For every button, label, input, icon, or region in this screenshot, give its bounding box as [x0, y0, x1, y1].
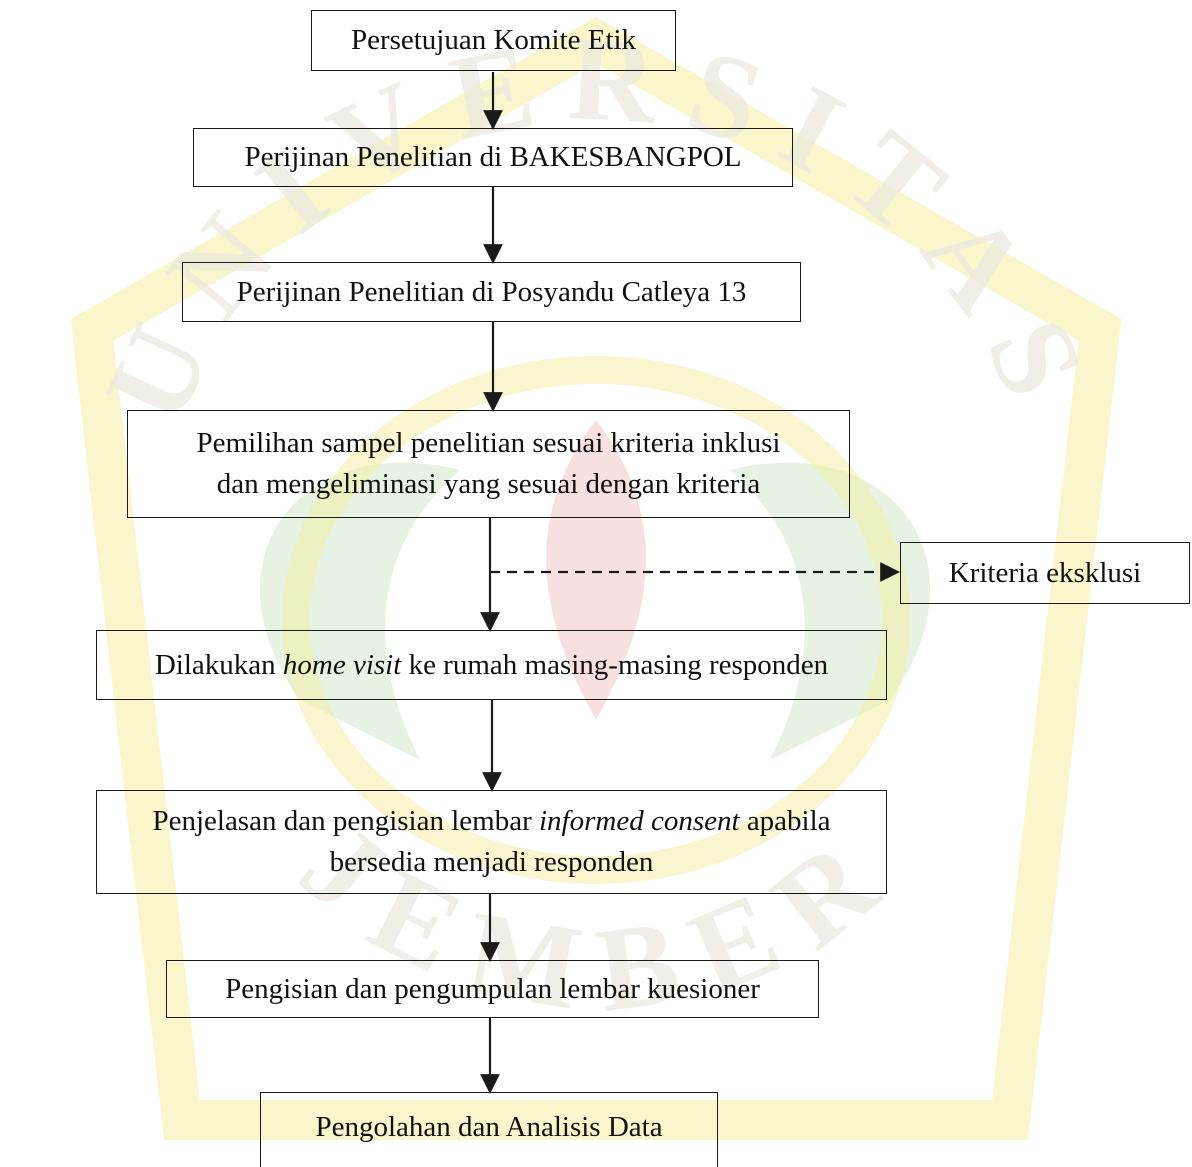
step-informed-consent-line2: bersedia menjadi responden	[329, 846, 654, 878]
step-home-visit-text: Dilakukan home visit ke rumah masing-mas…	[154, 648, 829, 681]
step-ethics-approval: Persetujuan Komite Etik	[311, 10, 676, 71]
step-posyandu-permit: Perijinan Penelitian di Posyandu Catleya…	[182, 262, 801, 322]
step-sample-selection-line2: dan mengeliminasi yang sesuai dengan kri…	[216, 468, 761, 500]
home-visit-term: home visit	[282, 648, 402, 681]
step-questionnaire: Pengisian dan pengumpulan lembar kuesion…	[166, 960, 819, 1018]
step-sample-selection-line1: Pemilihan sampel penelitian sesuai krite…	[196, 427, 781, 459]
exclusion-criteria-box: Kriteria eksklusi	[900, 542, 1190, 604]
exclusion-criteria-text: Kriteria eksklusi	[948, 556, 1142, 589]
watermark-pentagon	[70, 16, 1122, 1140]
step-informed-consent-line1: Penjelasan dan pengisian lembar informed…	[152, 805, 831, 837]
informed-consent-term: informed consent	[539, 805, 740, 837]
step-data-analysis-text: Pengolahan dan Analisis Data	[315, 1111, 663, 1143]
step-home-visit: Dilakukan home visit ke rumah masing-mas…	[96, 630, 887, 700]
step-bakesbangpol-permit-text: Perijinan Penelitian di BAKESBANGPOL	[244, 141, 742, 173]
step-ethics-approval-text: Persetujuan Komite Etik	[350, 24, 637, 56]
step-posyandu-permit-text: Perijinan Penelitian di Posyandu Catleya…	[236, 275, 747, 308]
step-bakesbangpol-permit: Perijinan Penelitian di BAKESBANGPOL	[193, 128, 793, 187]
step-questionnaire-text: Pengisian dan pengumpulan lembar kuesion…	[225, 972, 760, 1005]
step-sample-selection: Pemilihan sampel penelitian sesuai krite…	[127, 410, 850, 518]
step-data-analysis: Pengolahan dan Analisis Data	[260, 1092, 718, 1167]
step-informed-consent: Penjelasan dan pengisian lembar informed…	[96, 790, 887, 894]
watermark-flame	[546, 420, 646, 720]
watermark-ring	[282, 356, 910, 884]
